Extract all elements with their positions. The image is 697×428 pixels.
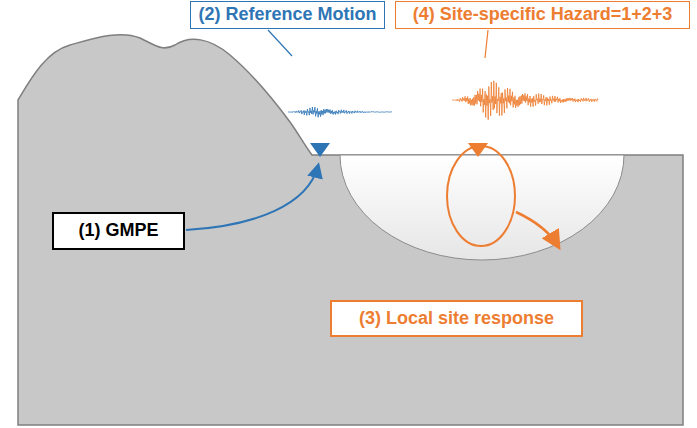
leader-line <box>268 30 292 56</box>
sedimentary-basin <box>340 155 624 260</box>
gmpe-arrow <box>186 166 318 230</box>
box-label: (1) GMPE <box>78 221 158 241</box>
box-label: (3) Local site response <box>359 309 554 329</box>
gmpe-box: (1) GMPE <box>52 212 185 250</box>
reference-motion-box: (2) Reference Motion <box>190 1 385 29</box>
leader-line <box>485 30 488 58</box>
box-label: (2) Reference Motion <box>198 5 376 25</box>
site-column <box>447 146 515 246</box>
ground-body <box>18 35 683 425</box>
reference-seismogram <box>288 107 392 117</box>
site-hazard-box: (4) Site-specific Hazard=1+2+3 <box>395 1 690 29</box>
box-label: (4) Site-specific Hazard=1+2+3 <box>413 5 673 25</box>
site-arrow <box>516 212 558 246</box>
basin-station <box>468 143 488 157</box>
local-site-response-box: (3) Local site response <box>330 300 583 337</box>
rock-station <box>310 143 330 157</box>
site-seismogram <box>452 81 598 120</box>
